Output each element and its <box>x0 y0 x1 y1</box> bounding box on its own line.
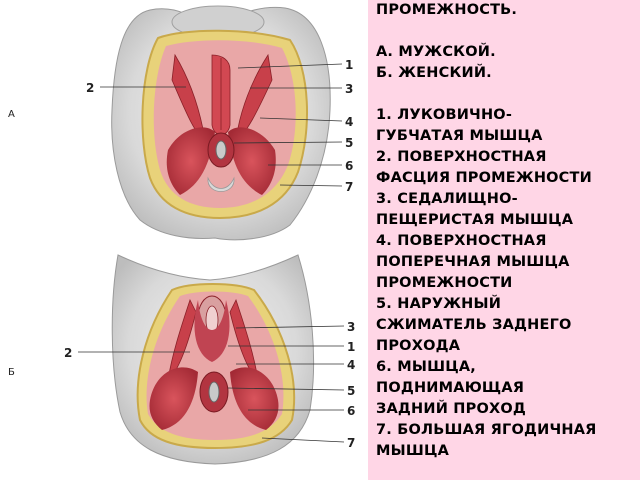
legend-line: 1. ЛУКОВИЧНО- <box>376 107 513 123</box>
figure-a-label-6: 6 <box>345 159 353 173</box>
caption-variant-female: Б. ЖЕНСКИЙ. <box>376 65 492 81</box>
figure-b-label-2: 2 <box>64 346 72 360</box>
legend-line: 3. СЕДАЛИЩНО- <box>376 191 518 207</box>
legend-line: 4. ПОВЕРХНОСТНАЯ <box>376 233 547 249</box>
legend-line: 6. МЫШЦА, <box>376 359 476 375</box>
figure-b-label-6: 6 <box>347 404 355 418</box>
legend-line: 5. НАРУЖНЫЙ <box>376 296 502 312</box>
legend-line: ГУБЧАТАЯ МЫШЦА <box>376 128 543 144</box>
figure-a-label-7: 7 <box>345 180 353 194</box>
figure-b-label-3: 3 <box>347 320 355 334</box>
figure-b-label-1: 1 <box>347 340 355 354</box>
figure-a-label-2: 2 <box>86 81 94 95</box>
caption-title: ПРОМЕЖНОСТЬ. <box>376 2 518 18</box>
caption-text: ПРОМЕЖНОСТЬ. А. МУЖСКОЙ. Б. ЖЕНСКИЙ. 1. … <box>376 0 638 462</box>
figure-a-label-4: 4 <box>345 115 353 129</box>
legend-line: ПОДНИМАЮЩАЯ <box>376 380 525 396</box>
figure-a-label-3: 3 <box>345 82 353 96</box>
legend-line: 2. ПОВЕРХНОСТНАЯ <box>376 149 547 165</box>
caption-variant-male: А. МУЖСКОЙ. <box>376 44 496 60</box>
legend-line: ПОПЕРЕЧНАЯ МЫШЦА <box>376 254 570 270</box>
figure-b-label-7: 7 <box>347 436 355 450</box>
legend-line: ПРОМЕЖНОСТИ <box>376 275 513 291</box>
legend-line: ЗАДНИЙ ПРОХОД <box>376 401 527 417</box>
legend-line: СЖИМАТЕЛЬ ЗАДНЕГО <box>376 317 572 333</box>
legend-line: 7. БОЛЬШАЯ ЯГОДИЧНАЯ <box>376 422 597 438</box>
figure-b-label-5: 5 <box>347 384 355 398</box>
legend-line: ПЕЩЕРИСТАЯ МЫШЦА <box>376 212 574 228</box>
figure-b-female-perineum: Б 3 2 1 4 5 6 7 <box>8 254 355 465</box>
legend-line: МЫШЦА <box>376 443 450 459</box>
figure-a-male-perineum: А 1 2 3 4 5 6 7 <box>8 5 353 241</box>
figure-b-letter: Б <box>8 367 15 378</box>
figure-a-label-1: 1 <box>345 58 353 72</box>
legend-line: ПРОХОДА <box>376 338 461 354</box>
legend-line: ФАСЦИЯ ПРОМЕЖНОСТИ <box>376 170 592 186</box>
anatomy-illustrations: А 1 2 3 4 5 6 7 <box>8 5 355 465</box>
figure-a-label-5: 5 <box>345 136 353 150</box>
caption-panel: ПРОМЕЖНОСТЬ. А. МУЖСКОЙ. Б. ЖЕНСКИЙ. 1. … <box>368 0 640 480</box>
figure-a-letter: А <box>8 109 15 120</box>
anatomy-illustration-area: А 1 2 3 4 5 6 7 <box>8 5 356 465</box>
figure-b-label-4: 4 <box>347 358 355 372</box>
